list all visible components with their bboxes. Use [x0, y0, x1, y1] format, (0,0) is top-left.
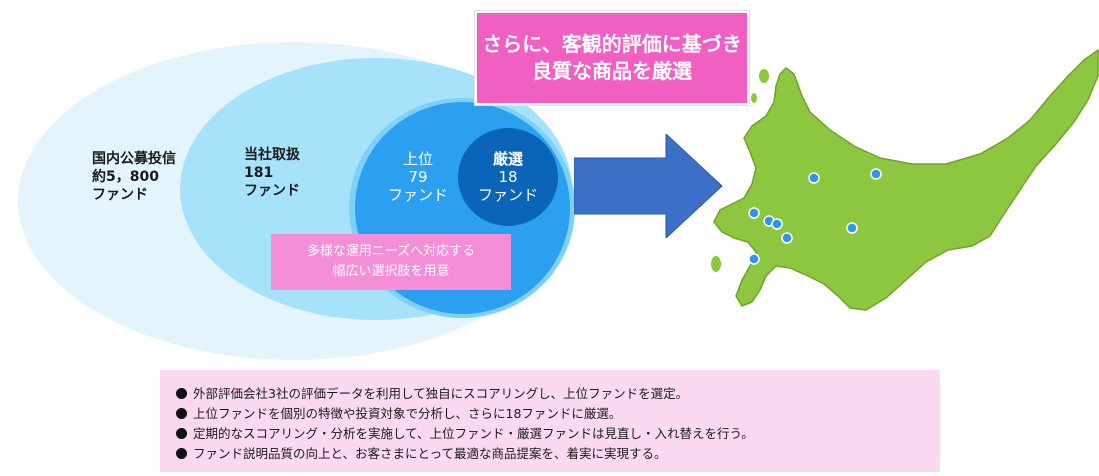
summary-bullet: 定期的なスコアリング・分析を実施して、上位ファンド・厳選ファンドは見直し・入れ替… — [176, 424, 754, 444]
hokkaido-map-icon — [711, 49, 1099, 311]
label-selected-unit: ファンド — [477, 186, 538, 204]
location-pins — [748, 168, 882, 265]
bullet-icon — [176, 408, 187, 419]
label-top-funds: 上位 79 ファンド — [386, 150, 450, 204]
label-handled-unit: ファンド — [244, 183, 300, 199]
label-selected-title: 厳選 — [492, 150, 523, 168]
bullet-icon — [176, 448, 187, 459]
label-domestic-title: 国内公募投信 — [92, 151, 176, 167]
summary-bullet: ファンド説明品質の向上と、お客さまにとって最適な商品提案を、着実に実現する。 — [176, 444, 754, 464]
label-handled-funds: 当社取扱 181 ファンド — [244, 146, 300, 200]
summary-bullet-text: 上位ファンドを個別の特徴や投資対象で分析し、さらに18ファンドに厳選。 — [193, 406, 622, 421]
label-domestic-funds: 国内公募投信 約5，800 ファンド — [92, 150, 176, 204]
label-domestic-unit: ファンド — [92, 187, 148, 203]
summary-bullet-text: 定期的なスコアリング・分析を実施して、上位ファンド・厳選ファンドは見直し・入れ替… — [193, 426, 754, 441]
callout-wide-choices: 多様な運用ニーズへ対応する 幅広い選択肢を用意 — [271, 234, 511, 290]
callout-mid-line1: 多様な運用ニーズへ対応する — [306, 244, 476, 259]
right-arrow-icon — [574, 134, 723, 238]
core-ellipse-selected-funds — [458, 128, 558, 226]
bullet-icon — [176, 388, 187, 399]
summary-bullet: 外部評価会社3社の評価データを利用して独自にスコアリングし、上位ファンドを選定。 — [176, 384, 754, 404]
label-handled-title: 当社取扱 — [244, 147, 300, 163]
label-selected-count: 18 — [498, 168, 518, 186]
summary-bullet: 上位ファンドを個別の特徴や投資対象で分析し、さらに18ファンドに厳選。 — [176, 404, 754, 424]
label-domestic-count: 約5，800 — [92, 169, 159, 185]
label-top-unit: ファンド — [387, 186, 448, 204]
callout-objective-selection: さらに、客観的評価に基づき 良質な商品を厳選 — [474, 10, 750, 106]
summary-bullet-text: ファンド説明品質の向上と、お客さまにとって最適な商品提案を、着実に実現する。 — [193, 446, 667, 461]
bullet-icon — [176, 428, 187, 439]
summary-bullet-list: 外部評価会社3社の評価データを利用して独自にスコアリングし、上位ファンドを選定。… — [176, 384, 754, 464]
label-handled-count: 181 — [244, 165, 274, 181]
callout-top-line2: 良質な商品を厳選 — [532, 59, 692, 83]
callout-mid-line2: 幅広い選択肢を用意 — [332, 264, 450, 279]
summary-box: 外部評価会社3社の評価データを利用して独自にスコアリングし、上位ファンドを選定。… — [160, 370, 940, 472]
label-top-count: 79 — [408, 168, 428, 186]
label-top-title: 上位 — [402, 150, 433, 168]
label-selected-funds: 厳選 18 ファンド — [476, 150, 540, 204]
callout-top-line1: さらに、客観的評価に基づき — [482, 32, 742, 56]
summary-bullet-text: 外部評価会社3社の評価データを利用して独自にスコアリングし、上位ファンドを選定。 — [193, 386, 689, 401]
